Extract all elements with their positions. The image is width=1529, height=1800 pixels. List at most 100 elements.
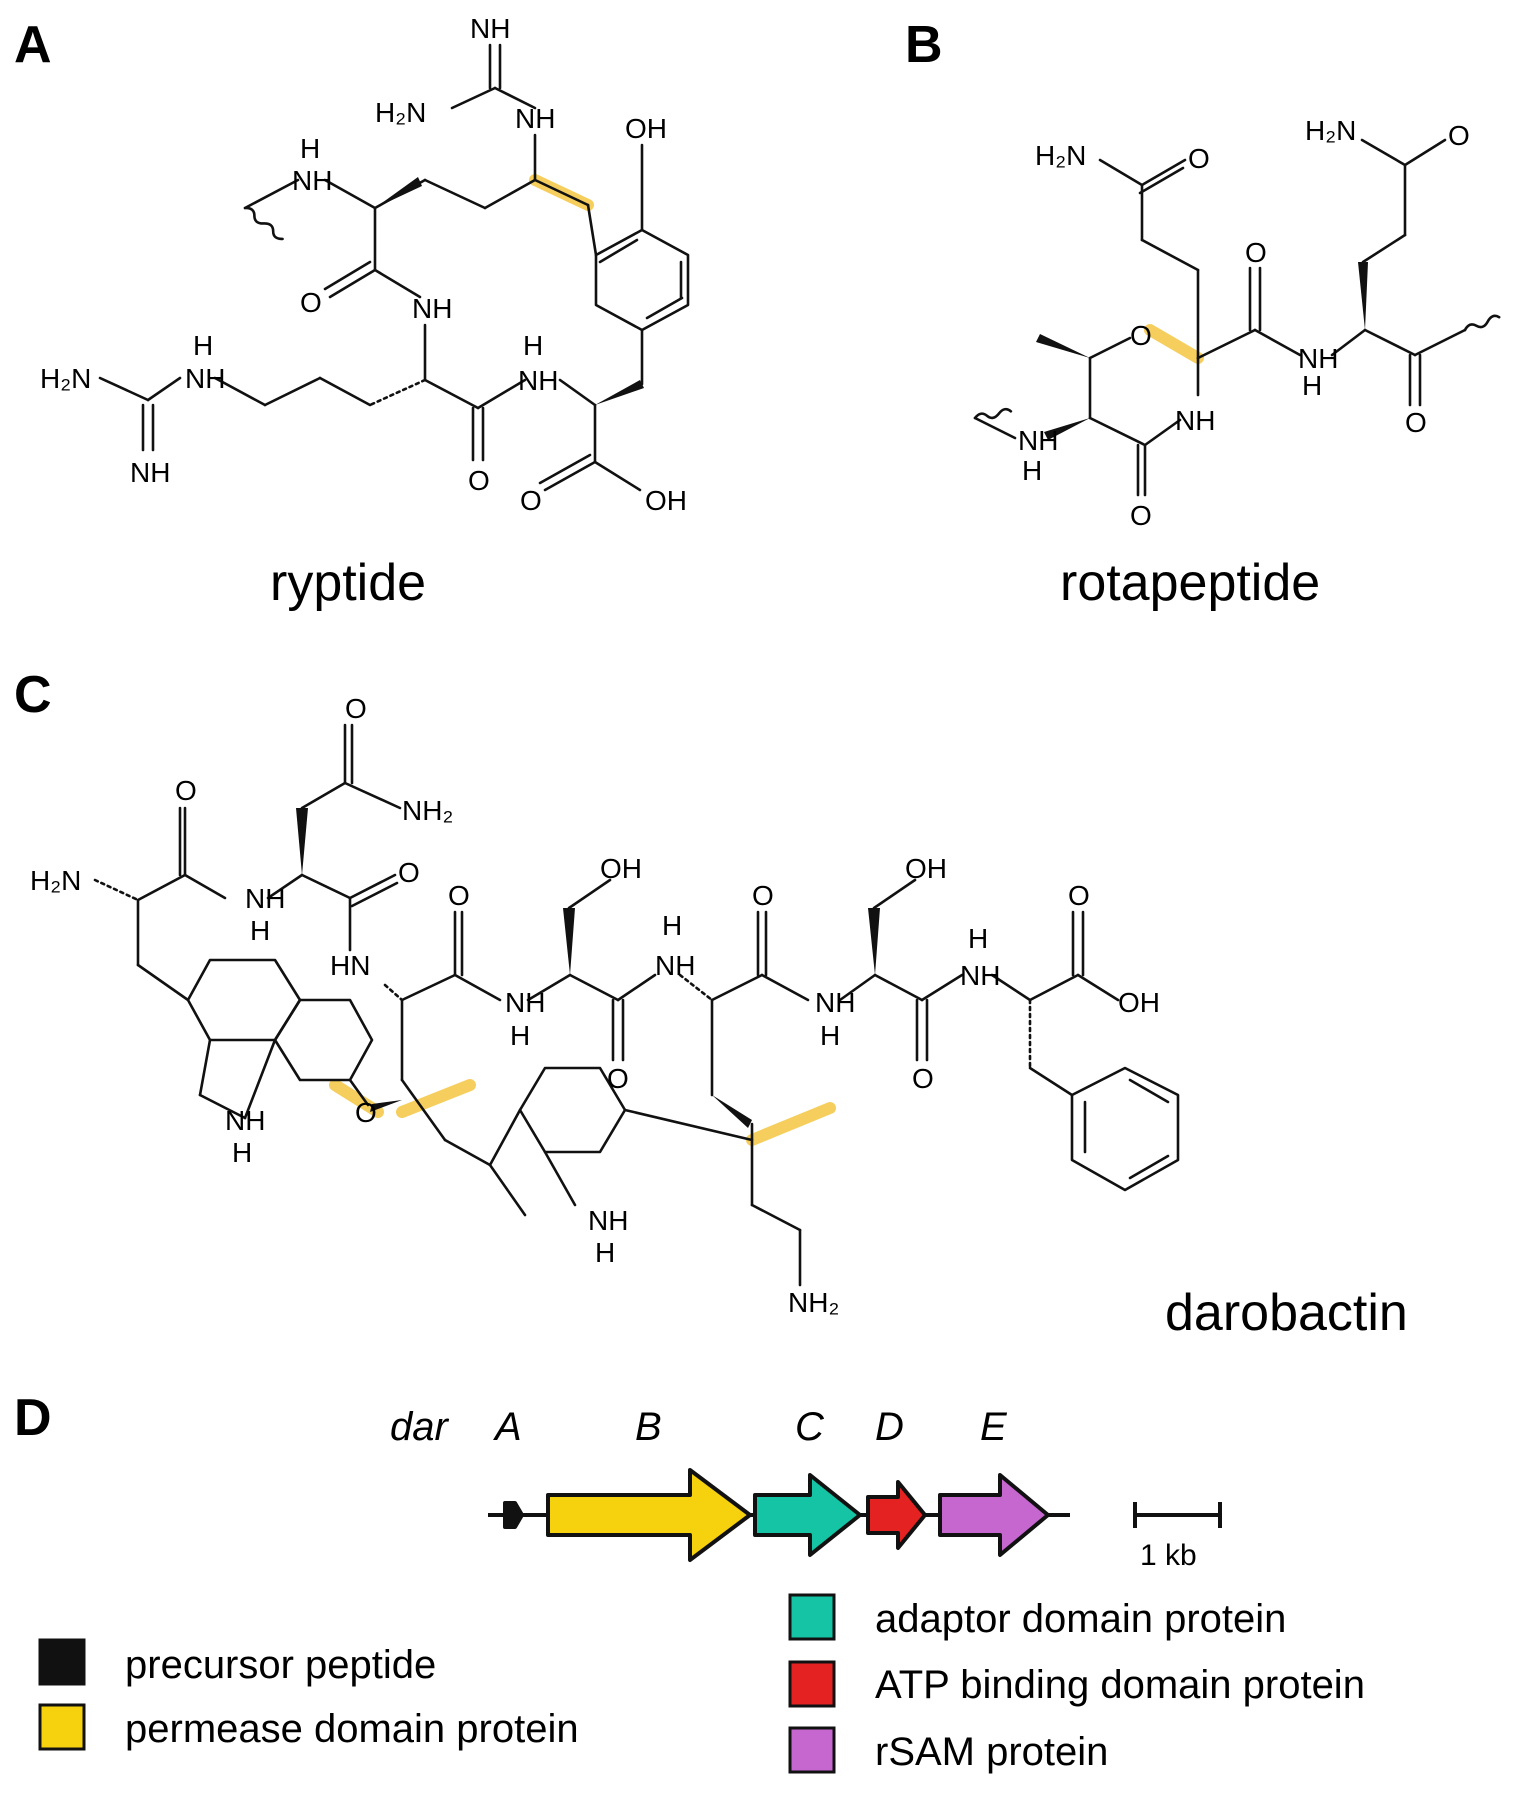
crosslink-highlight [329,1079,384,1118]
atom-label: O [607,1063,629,1094]
gene-label-d: D [875,1405,904,1449]
crosslink-highlight [396,1079,476,1118]
atom-label: NH [185,363,225,394]
rotapeptide-structure [973,138,1501,497]
stereo-wedge [375,177,422,208]
ryptide-structure [98,43,690,492]
atom-label: H [232,1137,252,1168]
legend-swatch [788,1593,836,1641]
gene-arrow-b [546,1468,752,1562]
legend-swatch [38,1638,86,1686]
atom-label: NH [1298,343,1338,374]
gene-cluster: dar A B C D E 1 kb [390,1405,1222,1572]
crosslink-highlight [746,1102,836,1146]
atom-label: NH [960,960,1000,991]
panel-c: C [14,666,1408,1342]
legend: precursor peptide permease domain protei… [38,1593,1365,1774]
atom-label: H [1022,455,1042,486]
atom-label: O [448,880,470,911]
atom-label: OH [625,113,667,144]
gene-label-b: B [635,1405,662,1449]
atom-label: NH₂ [402,795,453,826]
panel-label-b: B [905,16,943,74]
atom-label: O [468,465,490,496]
atom-label: H [1302,370,1322,401]
cluster-prefix: dar [390,1405,449,1449]
atom-label: HN [330,950,370,981]
atom-label: OH [600,853,642,884]
atom-label: H₂N [30,865,81,896]
atom-label: OH [1118,987,1160,1018]
atom-label: H [300,133,320,164]
atom-label: H [193,330,213,361]
atom-label: NH [470,13,510,44]
atom-label: NH [1018,425,1058,456]
atom-label: O [520,485,542,516]
legend-label: permease domain protein [125,1707,579,1751]
atom-label: NH [655,950,695,981]
atom-label: H₂N [375,97,426,128]
panel-b: B [905,16,1501,612]
legend-item-adaptor: adaptor domain protein [788,1593,1286,1641]
atom-label: H [968,923,988,954]
atom-label: NH [412,293,452,324]
atom-label: O [345,693,367,724]
legend-label: ATP binding domain protein [875,1663,1365,1707]
atom-label: O [912,1063,934,1094]
darobactin-structure [93,723,1180,1287]
atom-label: NH₂ [788,1287,839,1318]
atom-label: O [1130,500,1152,531]
atom-label: OH [645,485,687,516]
atom-label: H [662,910,682,941]
atom-label: NH [505,987,545,1018]
gene-arrow-d [866,1480,927,1550]
compound-name-rotapeptide: rotapeptide [1060,554,1320,612]
legend-label: rSAM protein [875,1730,1108,1774]
atom-label: NH [130,457,170,488]
gene-label-a: A [493,1405,522,1449]
atom-label: H [250,915,270,946]
atom-label: O [1188,143,1210,174]
atom-label: OH [905,853,947,884]
panel-label-d: D [14,1389,52,1447]
scale-bar-label: 1 kb [1140,1539,1197,1572]
atom-label: O [752,880,774,911]
compound-name-darobactin: darobactin [1165,1284,1408,1342]
atom-label: H [820,1020,840,1051]
atom-label: H₂N [40,363,91,394]
atom-label: NH [292,165,332,196]
atom-label: H [595,1237,615,1268]
atom-label: O [175,775,197,806]
panel-label-a: A [14,16,52,74]
legend-label: adaptor domain protein [875,1597,1286,1641]
atom-label: O [300,287,322,318]
gene-label-e: E [980,1405,1008,1449]
gene-arrow-c [753,1473,862,1557]
legend-swatch [788,1660,836,1708]
legend-swatch [788,1726,836,1774]
atom-label: O [1405,407,1427,438]
atom-label: O [398,857,420,888]
atom-label: O [1448,120,1470,151]
atom-label: H₂N [1305,115,1356,146]
atom-label: H [510,1020,530,1051]
panel-d: D dar A B C D E 1 kb p [14,1389,1365,1774]
legend-item-atp: ATP binding domain protein [788,1660,1365,1708]
legend-item-precursor: precursor peptide [38,1638,436,1687]
atom-label: O [1245,237,1267,268]
legend-item-rsam: rSAM protein [788,1726,1108,1774]
atom-label: NH [515,103,555,134]
panel-label-c: C [14,666,52,724]
atom-label: NH [245,883,285,914]
atom-label: H [523,330,543,361]
gene-arrow-a [503,1501,524,1529]
panel-a: A [14,13,690,612]
atom-label: H₂N [1035,140,1086,171]
gene-arrow-e [938,1473,1050,1557]
legend-label: precursor peptide [125,1643,436,1687]
legend-item-permease: permease domain protein [38,1703,579,1751]
crosslink-highlight [1144,324,1204,364]
gene-label-c: C [795,1405,825,1449]
atom-label: NH [588,1205,628,1236]
